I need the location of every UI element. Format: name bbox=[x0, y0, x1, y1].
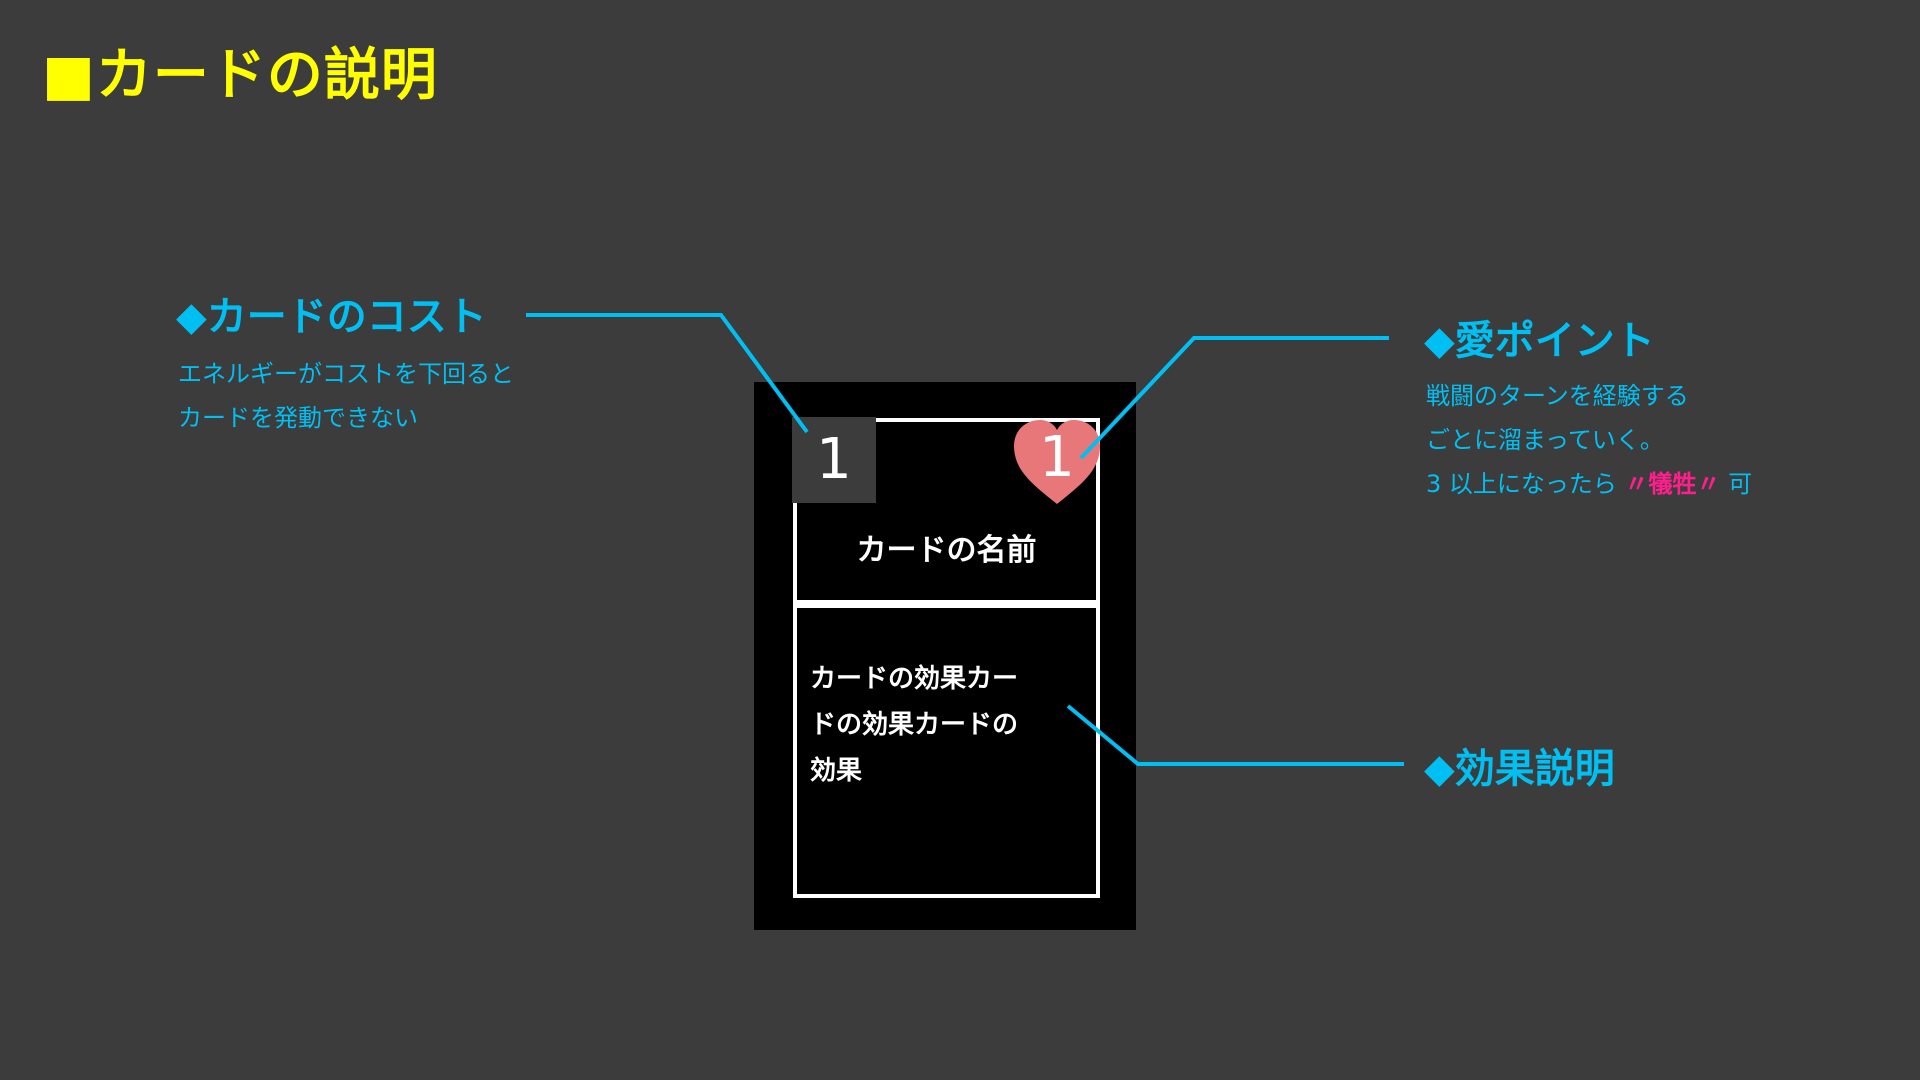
card-effect-text: カードの効果カー ドの効果カードの 効果 bbox=[810, 656, 1072, 794]
card-divider bbox=[793, 600, 1100, 608]
callout-love-title: ◆愛ポイント bbox=[1424, 318, 1655, 364]
callout-cost-line-1: エネルギーがコストを下回ると bbox=[178, 360, 514, 388]
callout-love-line-3-start: 3 以上になったら bbox=[1426, 470, 1625, 498]
callout-cost-title: ◆カードのコスト bbox=[176, 294, 487, 340]
callout-love-description: 戦闘のターンを経験する ごとに溜まっていく。 3 以上になったら 〃犠牲〃 可 bbox=[1426, 374, 1752, 506]
card-effect-line-1: カードの効果カー bbox=[810, 664, 1019, 694]
callout-love-line-3: 3 以上になったら 〃犠牲〃 可 bbox=[1426, 462, 1752, 506]
callout-cost-description: エネルギーがコストを下回ると カードを発動できない bbox=[178, 352, 514, 440]
callout-effect-title: ◆効果説明 bbox=[1424, 746, 1615, 792]
callout-love-line-1: 戦闘のターンを経験する bbox=[1426, 382, 1689, 410]
sacrifice-highlight: 〃犠牲〃 bbox=[1624, 470, 1721, 498]
card-effect-line-2: ドの効果カードの bbox=[810, 710, 1019, 740]
love-leader-line bbox=[1079, 336, 1389, 460]
page-title: ■カードの説明 bbox=[42, 43, 438, 108]
callout-cost-line-2: カードを発動できない bbox=[178, 404, 418, 432]
card-effect-line-3: 効果 bbox=[810, 756, 863, 786]
card-love-point: 1 bbox=[1012, 418, 1102, 506]
cost-leader-line bbox=[526, 313, 809, 434]
card-name: カードの名前 bbox=[856, 533, 1037, 568]
effect-leader-line bbox=[1066, 704, 1404, 766]
callout-love-line-2: ごとに溜まっていく。 bbox=[1426, 426, 1664, 454]
card-frame bbox=[793, 418, 1100, 898]
card-cost-value: 1 bbox=[816, 427, 852, 492]
card-love-value: 1 bbox=[1039, 425, 1075, 490]
heart-icon bbox=[1014, 420, 1100, 504]
callout-love-line-3-end: 可 bbox=[1720, 470, 1753, 498]
